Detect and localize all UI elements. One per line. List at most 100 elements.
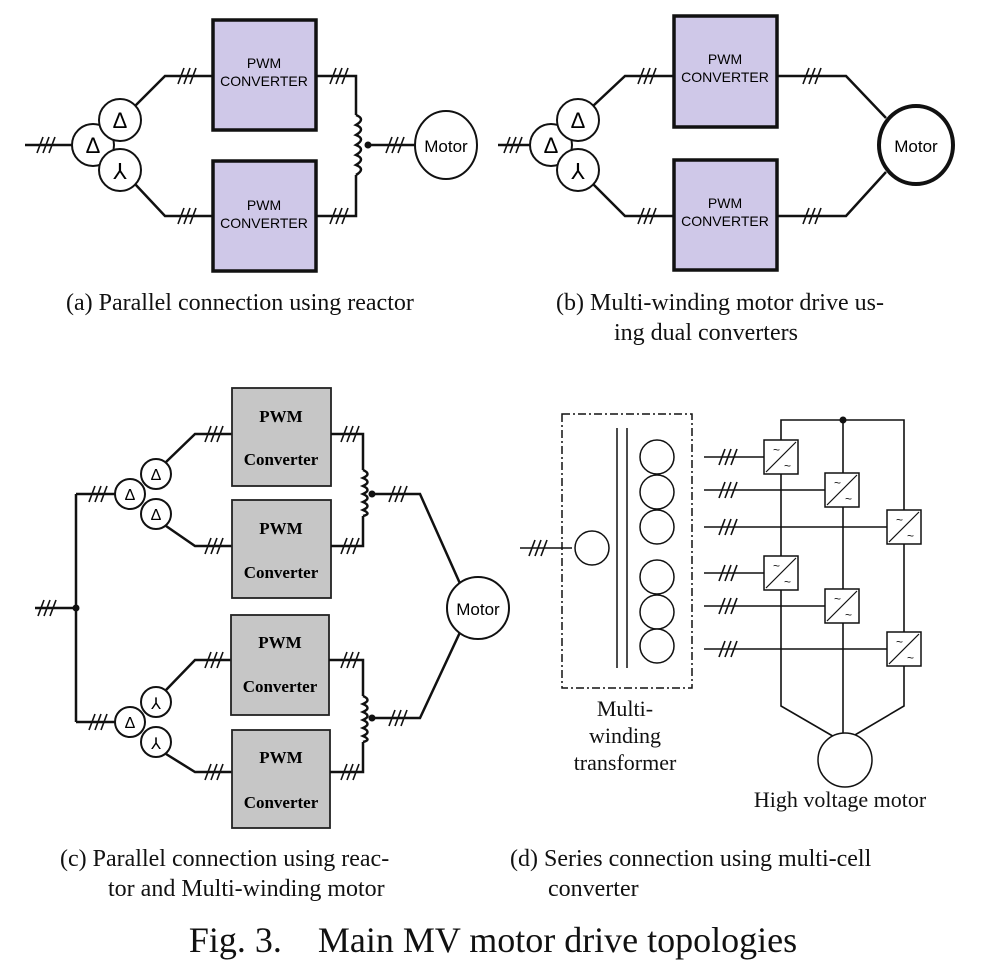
wire-b-top-in bbox=[592, 74, 674, 107]
wire-c-conv4-in bbox=[165, 752, 232, 774]
transformer-delta-circle-b bbox=[556, 98, 600, 142]
pwm-converter-c-1 bbox=[231, 387, 332, 487]
pwm-label-b-top-2: CONVERTER bbox=[681, 69, 769, 85]
three-phase-tick-a-bottom-in bbox=[177, 207, 197, 225]
delta-symbol-c-3: Δ bbox=[151, 507, 162, 524]
wire-c-conv2-in bbox=[165, 524, 232, 548]
pwm-converter-b-bottom bbox=[672, 158, 779, 272]
panel-a: Δ Δ ⅄ PWM CONVERTER PWM CONVERTER Motor bbox=[25, 18, 478, 273]
transformer-delta-circle-a bbox=[98, 98, 142, 142]
transformer-c-upper-sec2 bbox=[140, 498, 172, 530]
string-d-3b bbox=[842, 666, 905, 743]
pwm-converter-a-bottom bbox=[211, 159, 318, 273]
wye-symbol-b: ⅄ bbox=[570, 159, 585, 184]
reactor-coil-c-lower bbox=[359, 694, 369, 744]
wye-symbol-c-2: ⅄ bbox=[150, 736, 161, 753]
three-phase-tick-b-top-in bbox=[637, 67, 657, 85]
delta-symbol-c-1: Δ bbox=[125, 487, 136, 504]
transformer-c-lower-sec2 bbox=[140, 726, 172, 758]
transformer-wye-circle-a bbox=[98, 148, 142, 192]
delta-symbol-c-2: Δ bbox=[151, 467, 162, 484]
three-phase-tick-d-input bbox=[528, 539, 548, 557]
motor-label-d: High voltage motor bbox=[753, 787, 927, 812]
caption-a: (a) Parallel connection using reactor bbox=[66, 290, 414, 316]
panel-d bbox=[520, 413, 922, 788]
pwm-converter-c-3 bbox=[230, 614, 330, 716]
three-phase-tick-c-conv1-out bbox=[340, 425, 360, 443]
pwm-label-c-2a: PWM bbox=[259, 519, 302, 538]
three-phase-tick-c-conv2-in bbox=[204, 537, 224, 555]
neutral-node-d bbox=[839, 416, 847, 424]
transformer-c-lower-sec1 bbox=[140, 686, 172, 718]
pwm-label-a-bottom-2: CONVERTER bbox=[220, 215, 308, 231]
delta-symbol-a-top: Δ bbox=[113, 108, 128, 133]
caption-b: (b) Multi-winding motor drive us- ing du… bbox=[556, 288, 976, 348]
wire-c-lower-motor bbox=[372, 627, 464, 720]
three-phase-tick-c-lower-feed bbox=[88, 713, 108, 731]
pwm-label-c-4b: Converter bbox=[244, 793, 319, 812]
converter-cell-d-5 bbox=[824, 588, 860, 624]
pwm-label-c-1b: Converter bbox=[244, 450, 319, 469]
figure-title: Fig. 3. Main MV motor drive topologies bbox=[188, 920, 798, 960]
wire-b-top-out bbox=[777, 74, 887, 119]
caption-c-line2: tor and Multi-winding motor bbox=[108, 876, 385, 902]
three-phase-tick-d-3 bbox=[718, 518, 738, 536]
pwm-label-c-2b: Converter bbox=[244, 563, 319, 582]
three-phase-tick-b-input bbox=[503, 136, 523, 154]
transformer-wye-circle-b bbox=[556, 148, 600, 192]
three-phase-tick-d-4 bbox=[718, 564, 738, 582]
pwm-label-c-3b: Converter bbox=[243, 677, 318, 696]
three-phase-tick-c-lower-motor bbox=[388, 709, 408, 727]
caption-c: (c) Parallel connection using reac- tor … bbox=[60, 844, 490, 904]
three-phase-tick-d-2 bbox=[718, 481, 738, 499]
motor-c bbox=[446, 576, 510, 640]
delta-symbol-b-left: Δ bbox=[544, 133, 559, 158]
delta-symbol-a-left: Δ bbox=[86, 133, 101, 158]
panel-b: Δ Δ ⅄ PWM CONVERTER PWM CONVERTER Motor bbox=[498, 14, 955, 272]
secondary-winding-d-1 bbox=[639, 439, 675, 475]
pwm-label-a-top-1: PWM bbox=[247, 55, 281, 71]
pwm-label-c-3a: PWM bbox=[258, 633, 301, 652]
caption-c-line1: (c) Parallel connection using reac- bbox=[60, 846, 390, 872]
caption-d: (d) Series connection using multi-cell c… bbox=[510, 844, 970, 904]
three-phase-tick-c-conv2-out bbox=[340, 537, 360, 555]
three-phase-tick-a-input bbox=[36, 136, 56, 154]
wire-c-upper-motor bbox=[372, 492, 464, 589]
three-phase-tick-b-top-out bbox=[802, 67, 822, 85]
panel-c: Δ Δ Δ Δ ⅄ ⅄ PWM Converter PWM Converter … bbox=[35, 387, 510, 829]
motor-a bbox=[414, 110, 478, 180]
transformer-label-d-line1: Multi- bbox=[596, 696, 654, 721]
caption-d-line1: (d) Series connection using multi-cell bbox=[510, 846, 872, 872]
transformer-label-d-line3: transformer bbox=[573, 750, 677, 775]
three-phase-tick-d-6 bbox=[718, 640, 738, 658]
wye-symbol-c-1: ⅄ bbox=[150, 696, 161, 713]
pwm-label-a-bottom-1: PWM bbox=[247, 197, 281, 213]
wire-b-bottom-out bbox=[777, 171, 887, 218]
converter-cell-d-4 bbox=[763, 555, 799, 591]
three-phase-tick-b-bottom-out bbox=[802, 207, 822, 225]
converter-cell-d-3 bbox=[886, 509, 922, 545]
pwm-label-b-top-1: PWM bbox=[708, 51, 742, 67]
pwm-label-a-top-2: CONVERTER bbox=[220, 73, 308, 89]
secondary-windings-d bbox=[639, 439, 675, 664]
motor-label-a: Motor bbox=[424, 137, 468, 156]
high-voltage-motor-d bbox=[817, 732, 873, 788]
transformer-label-d-line2: winding bbox=[588, 723, 662, 748]
converter-cell-d-1 bbox=[763, 439, 799, 475]
wire-c-conv3-out bbox=[329, 658, 365, 696]
transformer-enclosure-d bbox=[561, 413, 693, 689]
wire-c-conv3-in bbox=[165, 658, 232, 691]
wire-a-bottom-in bbox=[134, 183, 213, 218]
three-phase-tick-c-conv4-in bbox=[204, 763, 224, 781]
reactor-coil-a bbox=[353, 113, 363, 177]
delta-symbol-c-4: Δ bbox=[125, 715, 136, 732]
reactor-coil-c-upper bbox=[359, 468, 369, 518]
three-phase-tick-c-upper-motor bbox=[388, 485, 408, 503]
pwm-converter-c-4 bbox=[231, 729, 331, 829]
three-phase-tick-a-top-out bbox=[329, 67, 349, 85]
transformer-c-lower-primary bbox=[114, 706, 146, 738]
wire-a-top-out bbox=[316, 74, 358, 115]
motor-label-b: Motor bbox=[894, 137, 938, 156]
pwm-label-c-1a: PWM bbox=[259, 407, 302, 426]
wire-b-bottom-in bbox=[592, 183, 674, 218]
